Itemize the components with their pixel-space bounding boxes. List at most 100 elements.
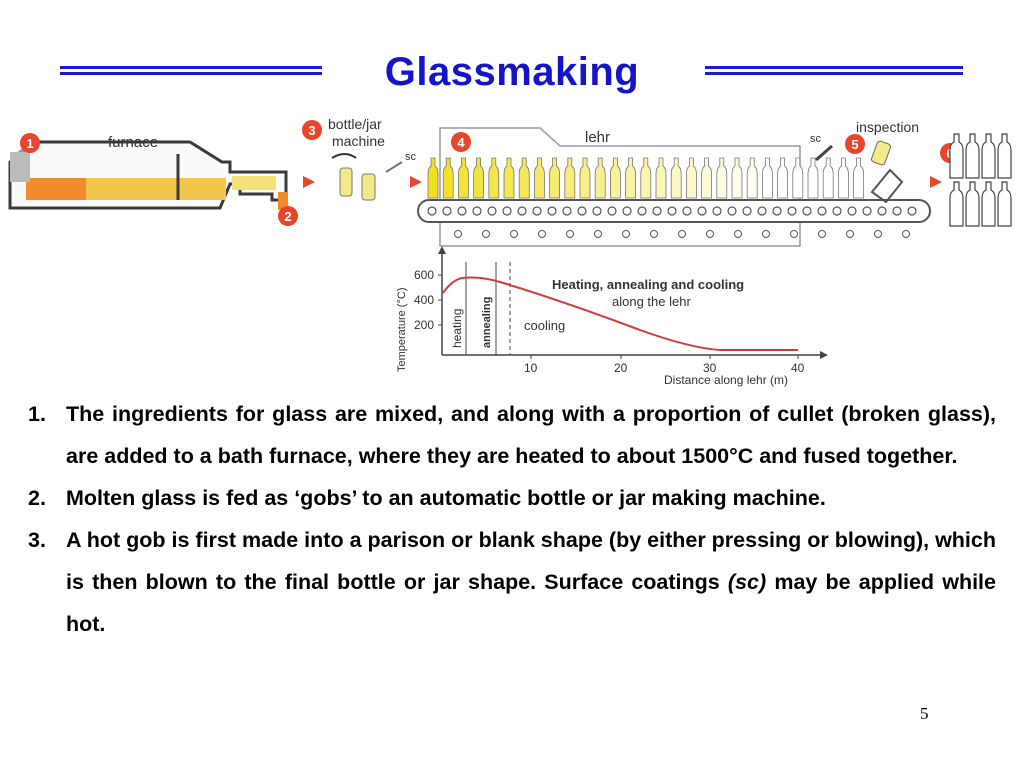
bottle-icon xyxy=(949,133,964,179)
roller-icon xyxy=(622,206,632,216)
bottle-icon xyxy=(777,157,788,199)
roller-icon xyxy=(482,230,490,238)
bottle-icon xyxy=(981,133,996,179)
roller-icon xyxy=(577,206,587,216)
roller-icon xyxy=(650,230,658,238)
roller-icon xyxy=(538,230,546,238)
bottle-icon xyxy=(594,157,606,199)
bottle-icon xyxy=(458,157,469,199)
conveyor-rollers xyxy=(427,206,917,238)
roller-icon xyxy=(454,230,462,238)
roller-icon xyxy=(678,230,686,238)
roller-icon xyxy=(790,230,798,238)
roller-icon xyxy=(847,206,857,216)
bottle-icon xyxy=(427,157,439,199)
roller-icon xyxy=(682,206,692,216)
graph-xtick-label: 20 xyxy=(614,361,628,375)
bottle-icon xyxy=(686,157,697,199)
gripper-icon xyxy=(870,168,904,204)
bottle-icon xyxy=(518,157,530,199)
lehr xyxy=(417,127,931,247)
roller-icon xyxy=(787,206,797,216)
zone-cooling-label: cooling xyxy=(524,318,565,333)
arrow-right-icon xyxy=(303,176,315,188)
parison-shape xyxy=(339,167,353,197)
roller-icon xyxy=(762,230,770,238)
graph-ytick-label: 400 xyxy=(414,293,434,307)
roller-icon xyxy=(907,206,917,216)
step-number: 1. xyxy=(28,402,46,426)
step-number: 2. xyxy=(28,486,46,510)
step-marker-1-label: 1 xyxy=(26,136,33,151)
bottle-icon xyxy=(488,157,500,199)
temperature-curve xyxy=(442,276,798,351)
roller-icon xyxy=(566,230,574,238)
bottle-icon xyxy=(655,157,667,199)
bottle-icon xyxy=(822,157,834,199)
roller-icon xyxy=(427,206,437,216)
graph-ytick-label: 200 xyxy=(414,318,434,332)
roller-icon xyxy=(592,206,602,216)
lehr-label: lehr xyxy=(585,129,610,146)
bottle-icon xyxy=(442,157,454,199)
roller-icon xyxy=(697,206,707,216)
zone-heating-label: heating xyxy=(450,309,464,348)
furnace xyxy=(8,140,288,210)
bottle-icon xyxy=(579,157,591,199)
arrow-right-icon xyxy=(410,176,422,188)
machine-label-line2: machine xyxy=(332,133,385,149)
sc-label-inspection: sc xyxy=(810,133,822,145)
steps-list: 1. The ingredients for glass are mixed, … xyxy=(28,393,996,645)
roller-icon xyxy=(772,206,782,216)
step-marker-1: 1 xyxy=(20,133,40,153)
bottle-icon xyxy=(997,133,1012,179)
bottle-icon xyxy=(807,157,819,199)
roller-icon xyxy=(622,230,630,238)
bottle-icon xyxy=(746,157,758,199)
graph-xtick-label: 40 xyxy=(791,361,805,375)
spray-nozzle-icon xyxy=(815,144,833,162)
step-marker-4: 4 xyxy=(451,132,471,152)
inspection-light-icon xyxy=(871,140,891,166)
bottle-icon xyxy=(997,181,1012,227)
slide-title: Glassmaking xyxy=(384,50,640,94)
bottle-icon xyxy=(564,157,576,199)
roller-icon xyxy=(517,206,527,216)
roller-icon xyxy=(712,206,722,216)
step-marker-4-label: 4 xyxy=(457,135,465,150)
bottle-icon xyxy=(640,157,652,199)
glassmaking-diagram: furnace 1 2 3 4 5 6 bottle/jar machine s… xyxy=(8,116,1012,387)
step-item-3: 3. A hot gob is first made into a pariso… xyxy=(28,519,996,645)
machine-label-line1: bottle/jar xyxy=(328,116,382,132)
graph-title-line1: Heating, annealing and cooling xyxy=(552,277,744,292)
graph-xtick-label: 30 xyxy=(703,361,717,375)
step-number: 3. xyxy=(28,528,46,552)
arrow-right-icon xyxy=(930,176,942,188)
roller-icon xyxy=(832,206,842,216)
roller-icon xyxy=(802,206,812,216)
roller-icon xyxy=(532,206,542,216)
packaged-bottles xyxy=(949,133,1012,227)
page-number: 5 xyxy=(920,704,929,723)
furnace-label: furnace xyxy=(108,134,158,151)
roller-icon xyxy=(874,230,882,238)
zone-annealing-label: annealing xyxy=(481,297,493,348)
bottle-icon xyxy=(965,133,980,179)
roller-icon xyxy=(877,206,887,216)
roller-icon xyxy=(442,206,452,216)
step-item-2: 2. Molten glass is fed as ‘gobs’ to an a… xyxy=(28,477,996,519)
rotate-arrow-icon xyxy=(331,153,357,159)
graph-xtick-label: 10 xyxy=(524,361,538,375)
bottle-icon xyxy=(610,157,621,199)
step-marker-2-label: 2 xyxy=(284,209,291,224)
graph-xlabel: Distance along lehr (m) xyxy=(664,373,788,387)
roller-icon xyxy=(667,206,677,216)
roller-icon xyxy=(547,206,557,216)
roller-icon xyxy=(652,206,662,216)
roller-icon xyxy=(892,206,902,216)
bottle-icon xyxy=(701,157,712,199)
graph-ylabel: Temperature (°C) xyxy=(396,288,408,372)
bottle-icon xyxy=(792,157,804,199)
step-marker-5: 5 xyxy=(845,134,865,154)
step-text: The ingredients for glass are mixed, and… xyxy=(66,402,996,468)
